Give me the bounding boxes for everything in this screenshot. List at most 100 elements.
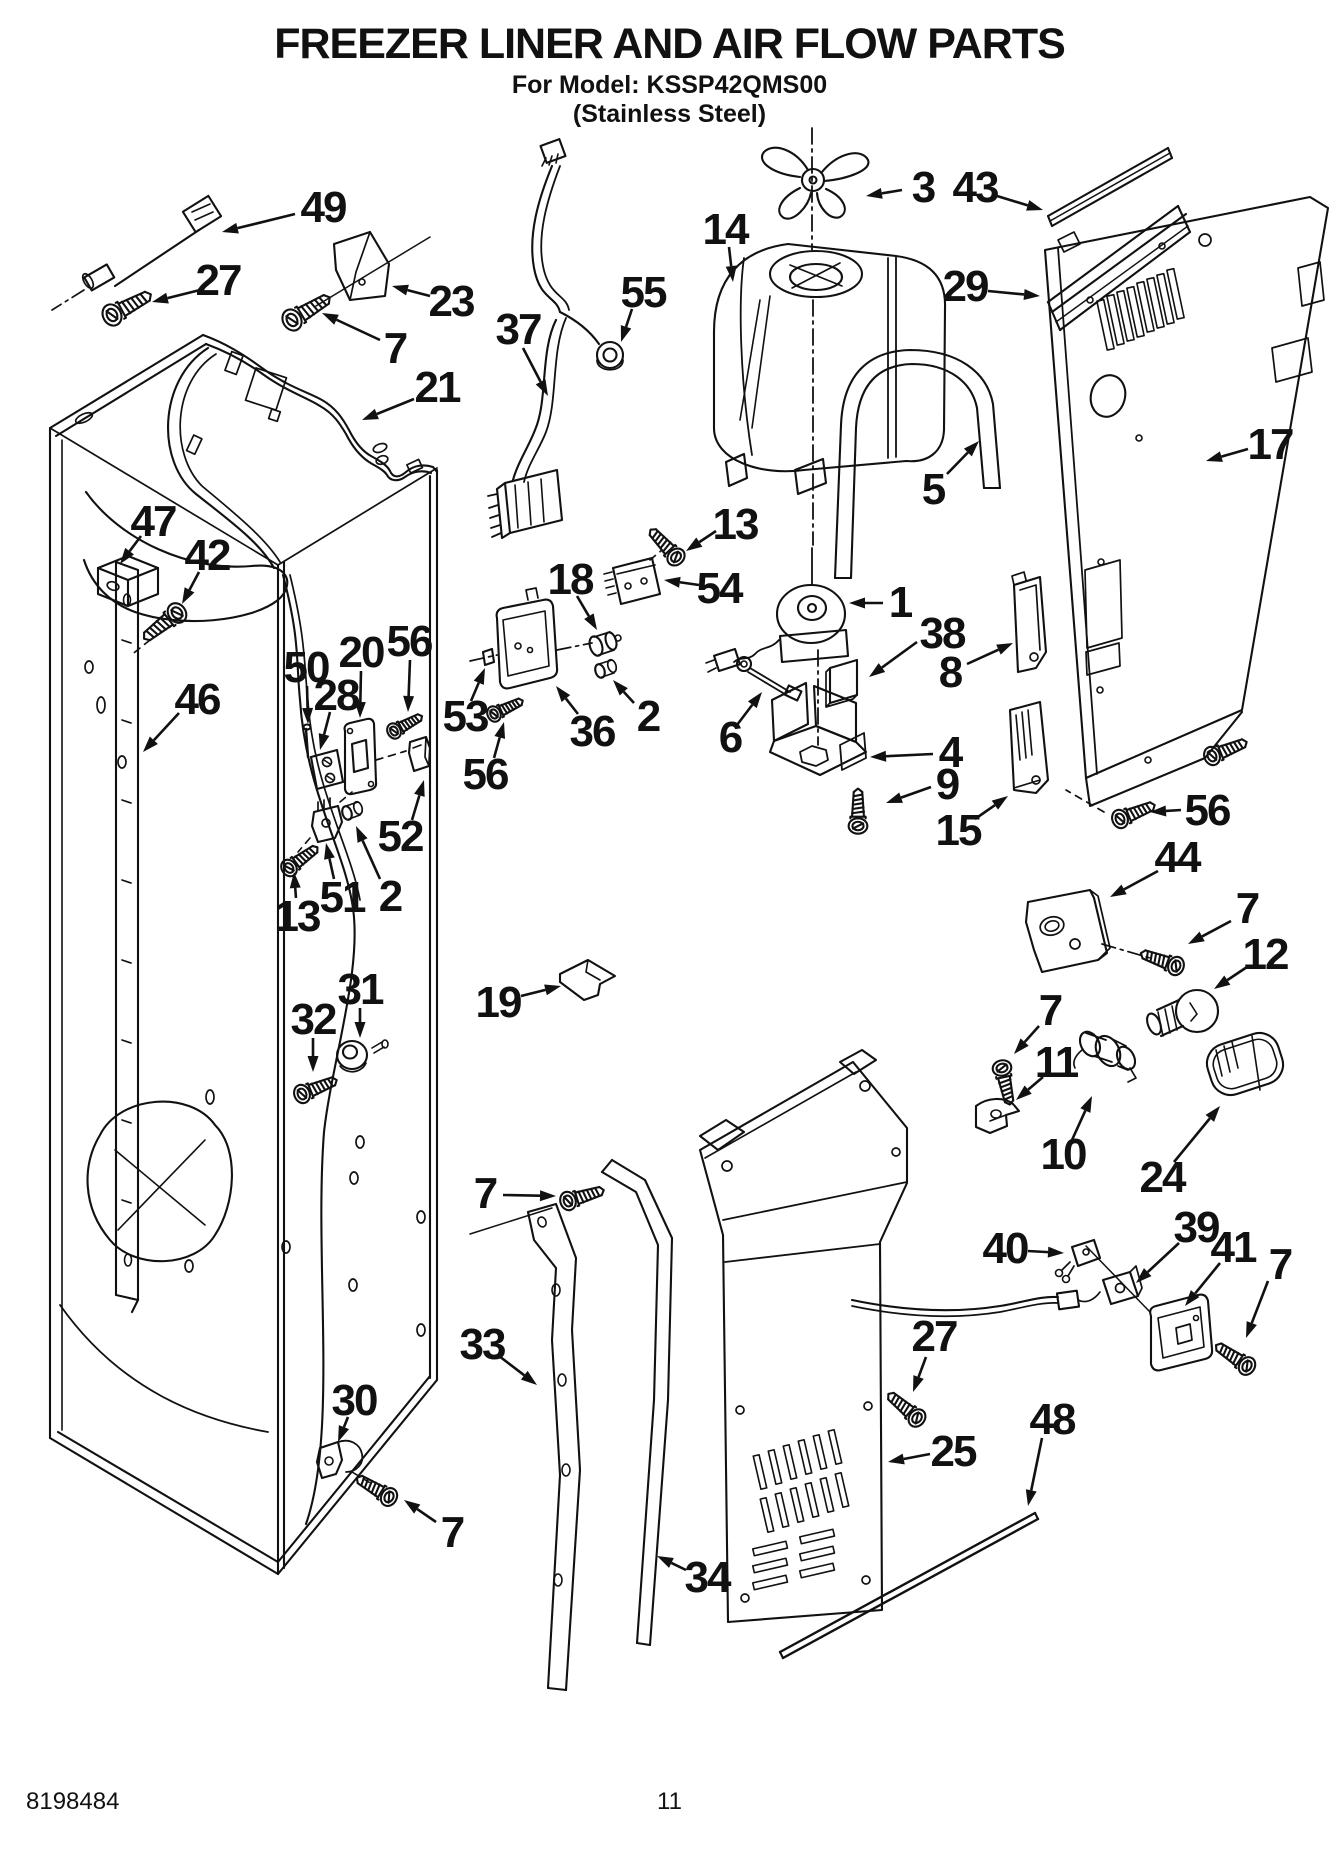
callout-arrow-line bbox=[499, 1356, 524, 1375]
part-screw-7-bottom bbox=[352, 1468, 402, 1510]
callout-arrow-head bbox=[725, 265, 737, 282]
callout-arrow-line bbox=[1124, 871, 1158, 889]
callout-arrow-line bbox=[904, 1454, 930, 1459]
callout-arrow-line bbox=[680, 582, 699, 585]
callout-arrow-line bbox=[494, 737, 500, 758]
callout-arrow-head bbox=[539, 1190, 556, 1202]
callout-arrow-head bbox=[362, 408, 379, 420]
callout-arrow-head bbox=[473, 668, 485, 685]
callout-arrow-head bbox=[1025, 1489, 1037, 1506]
part-evap-cover-25 bbox=[700, 1050, 907, 1622]
part-socket-10 bbox=[1074, 1028, 1139, 1082]
callout-arrow-line bbox=[1174, 1118, 1210, 1162]
callout-arrow-head bbox=[1214, 975, 1231, 989]
callout-arrow-line bbox=[412, 795, 419, 820]
part-bracket-33 bbox=[528, 1204, 580, 1690]
callout-arrow-line bbox=[1031, 1438, 1042, 1490]
callout-arrow-head bbox=[870, 750, 887, 762]
callout-arrow-line bbox=[1202, 921, 1231, 936]
callout-arrow-head bbox=[1205, 1106, 1220, 1122]
callout-arrow-line bbox=[238, 214, 295, 228]
part-bushing-2b bbox=[341, 801, 364, 821]
callout-arrow-head bbox=[1047, 1246, 1064, 1258]
callout-arrow-head bbox=[392, 284, 409, 296]
callout-arrow-head bbox=[1246, 1321, 1257, 1338]
finish-line: (Stainless Steel) bbox=[572, 100, 767, 129]
part-fan-shroud-14 bbox=[714, 244, 945, 494]
part-corner-bracket-47 bbox=[98, 556, 158, 606]
part-wire-49 bbox=[52, 196, 221, 310]
callout-arrow-head bbox=[613, 680, 628, 696]
callout-arrow-head bbox=[356, 826, 368, 843]
callout-arrow-head bbox=[324, 843, 335, 860]
callout-arrow-head bbox=[963, 441, 979, 457]
part-pad-38 bbox=[826, 660, 857, 707]
part-switch-box-41 bbox=[1086, 1246, 1212, 1370]
callout-arrow-head bbox=[152, 292, 169, 304]
document-number: 8198484 bbox=[26, 1788, 120, 1815]
callout-arrow-head bbox=[620, 325, 632, 342]
callout-arrow-line bbox=[975, 805, 995, 819]
callout-arrow-head bbox=[869, 663, 886, 677]
callout-arrow-head bbox=[338, 1425, 350, 1442]
callout-arrow-head bbox=[657, 1556, 674, 1568]
callout-arrow-line bbox=[1028, 1251, 1048, 1252]
callout-arrow-line bbox=[344, 1417, 348, 1427]
part-grommet-55 bbox=[597, 342, 623, 370]
part-clip-28 bbox=[311, 750, 343, 789]
callout-arrow-line bbox=[1025, 1026, 1039, 1042]
callout-arrow-head bbox=[354, 1022, 366, 1038]
part-bracket-8 bbox=[1012, 572, 1046, 672]
callout-arrow-head bbox=[996, 643, 1013, 655]
callout-arrow-line bbox=[729, 247, 731, 266]
callout-arrow-line bbox=[737, 705, 752, 725]
callout-arrow-line bbox=[882, 190, 902, 193]
callout-arrow-line bbox=[901, 787, 931, 798]
callout-arrow-line bbox=[329, 859, 334, 879]
callout-arrow-head bbox=[1014, 1038, 1029, 1054]
callout-arrow-head bbox=[354, 701, 366, 718]
callout-arrow-line bbox=[521, 990, 545, 996]
callout-arrow-line bbox=[886, 754, 933, 756]
callout-arrow-line bbox=[1221, 449, 1248, 457]
callout-arrow-line bbox=[295, 888, 296, 898]
callout-arrow-line bbox=[417, 1509, 436, 1522]
part-screw-7-bracket33 bbox=[470, 1180, 608, 1234]
callout-arrow-head bbox=[886, 792, 903, 803]
part-pin-50 bbox=[304, 725, 311, 758]
callout-arrow-head bbox=[182, 587, 195, 604]
callout-arrow-head bbox=[289, 872, 301, 889]
callout-arrow-line bbox=[190, 572, 199, 590]
callout-arrow-head bbox=[403, 695, 415, 712]
callout-arrow-line bbox=[523, 348, 541, 382]
callout-arrow-line bbox=[882, 642, 917, 668]
callout-arrow-head bbox=[556, 686, 571, 702]
model-line: For Model: KSSP42QMS00 bbox=[511, 71, 828, 100]
callout-arrow-line bbox=[409, 660, 410, 696]
callout-arrow-head bbox=[686, 537, 703, 551]
callout-arrow-head bbox=[866, 187, 883, 199]
callout-arrow-line bbox=[360, 671, 361, 702]
part-bushing-2a bbox=[594, 659, 618, 679]
callout-arrow-head bbox=[143, 736, 158, 752]
callout-arrow-line bbox=[1072, 1111, 1085, 1140]
callout-arrow-head bbox=[414, 780, 425, 797]
callout-arrow-head bbox=[849, 597, 865, 609]
callout-arrow-line bbox=[377, 399, 414, 414]
callout-arrow-head bbox=[1150, 805, 1167, 817]
part-lens-24 bbox=[1202, 1028, 1288, 1100]
callout-arrow-line bbox=[307, 686, 308, 708]
callout-arrow-head bbox=[1080, 1096, 1092, 1113]
callout-arrow-head bbox=[1026, 200, 1043, 211]
callout-arrow-head bbox=[888, 1453, 905, 1465]
callout-arrow-line bbox=[168, 290, 200, 298]
callout-arrow-head bbox=[318, 733, 330, 750]
callout-arrow-line bbox=[967, 650, 998, 664]
callout-arrow-head bbox=[302, 707, 314, 724]
callout-arrow-line bbox=[919, 1357, 926, 1377]
callout-arrow-head bbox=[520, 1370, 537, 1385]
part-panel-17 bbox=[1045, 197, 1328, 806]
part-clip-52 bbox=[409, 737, 430, 771]
callout-arrow-head bbox=[322, 313, 339, 325]
callout-arrow-line bbox=[1227, 967, 1247, 980]
